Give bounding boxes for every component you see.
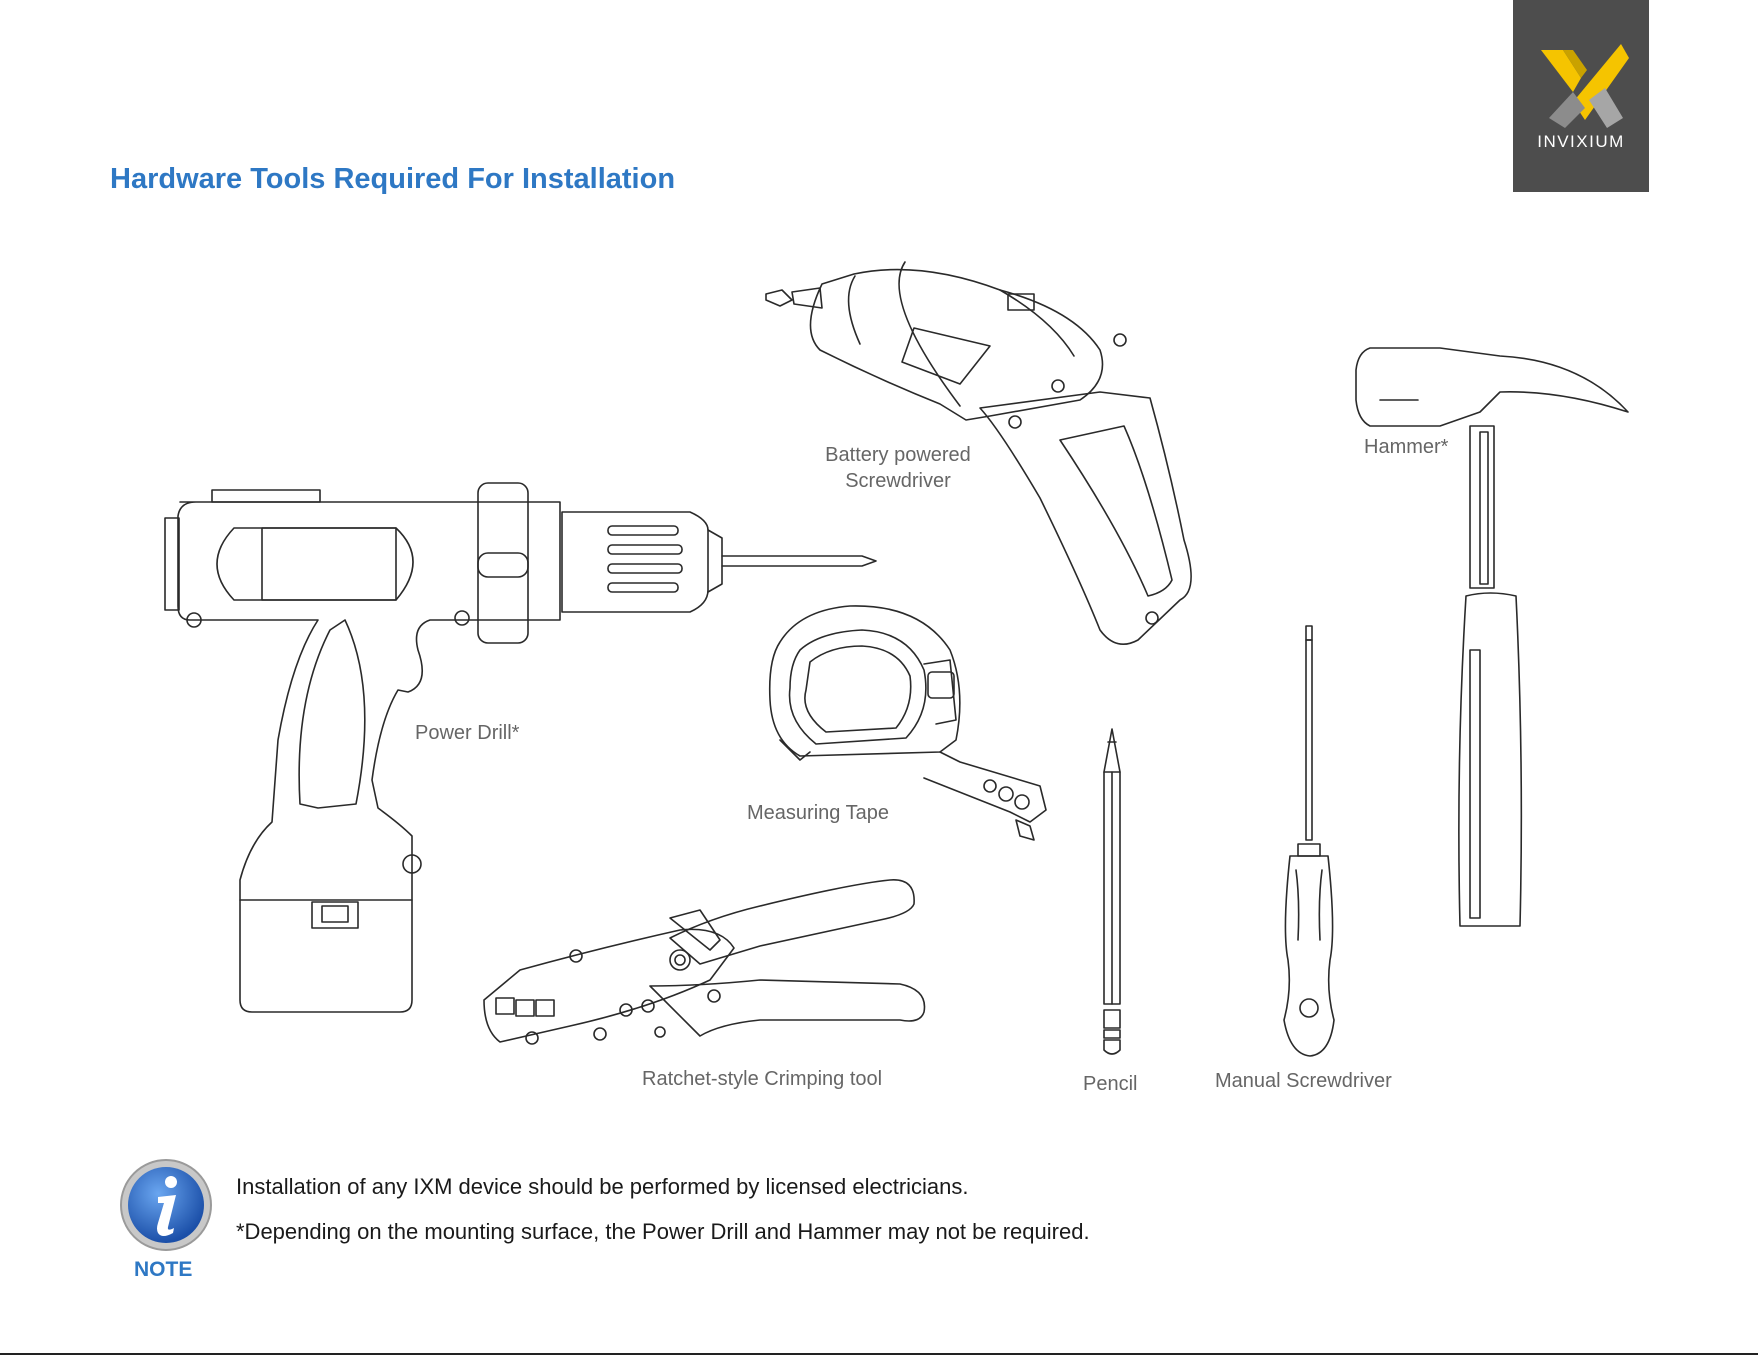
bottom-rule bbox=[0, 1353, 1758, 1355]
power-drill-label: Power Drill* bbox=[415, 722, 520, 744]
brand-name: INVIXIUM bbox=[1537, 132, 1625, 151]
crimping-tool-label: Ratchet-style Crimping tool bbox=[642, 1068, 883, 1090]
manual-screwdriver-label: Manual Screwdriver bbox=[1215, 1070, 1392, 1092]
power-drill-icon bbox=[164, 482, 877, 1013]
measuring-tape-label: Measuring Tape bbox=[747, 802, 889, 824]
manual-screwdriver-icon bbox=[1283, 625, 1335, 1057]
pencil-label: Pencil bbox=[1083, 1073, 1138, 1095]
invixium-x-logo-icon bbox=[1541, 44, 1629, 128]
note-line-2: *Depending on the mounting surface, the … bbox=[236, 1219, 1090, 1244]
hammer-icon bbox=[1355, 347, 1629, 927]
battery-screwdriver-label-line2: Screwdriver bbox=[845, 470, 951, 492]
crimping-tool-icon bbox=[483, 879, 926, 1045]
measuring-tape-icon bbox=[768, 605, 1047, 841]
pencil-icon bbox=[1103, 728, 1121, 1055]
hammer-label: Hammer* bbox=[1364, 436, 1449, 458]
note-line-1: Installation of any IXM device should be… bbox=[236, 1174, 969, 1199]
invixium-logo: INVIXIUM bbox=[1513, 0, 1649, 192]
page-title: Hardware Tools Required For Installation bbox=[110, 163, 676, 195]
battery-screwdriver-icon bbox=[765, 261, 1192, 646]
note-label: NOTE bbox=[134, 1258, 193, 1281]
info-icon bbox=[120, 1159, 212, 1251]
battery-screwdriver-label-line1: Battery powered bbox=[825, 444, 971, 466]
